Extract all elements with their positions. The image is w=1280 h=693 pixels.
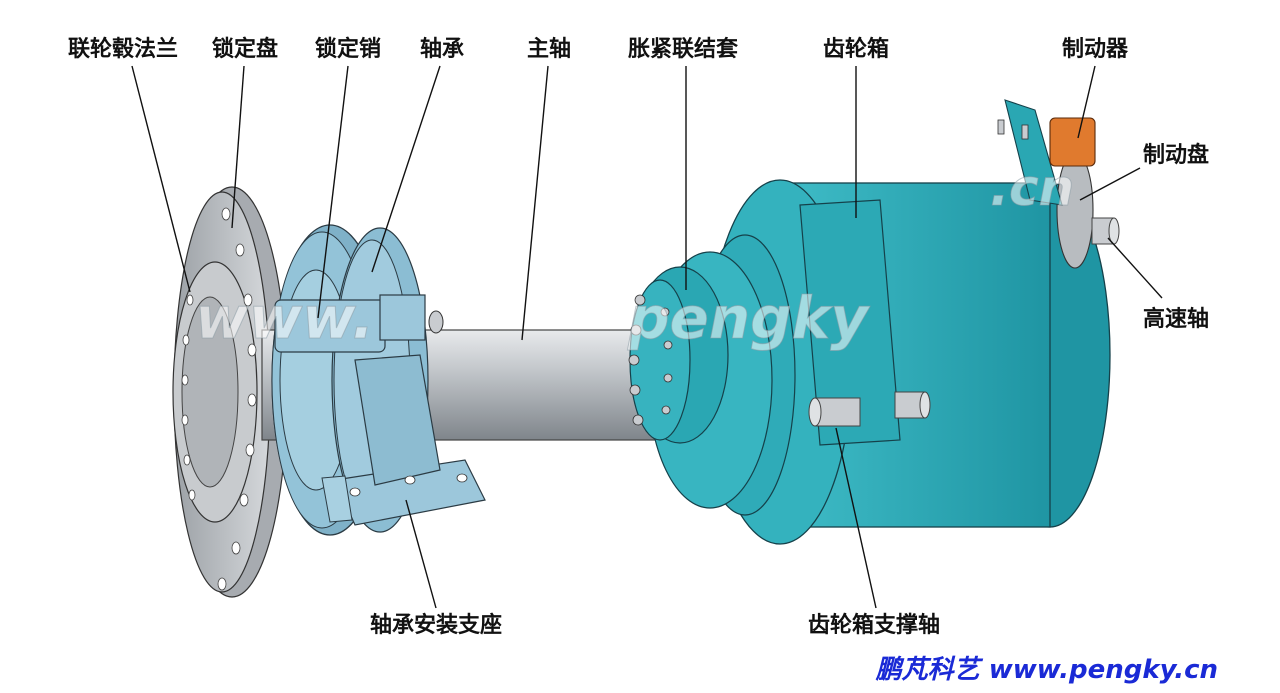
gearbox [631, 179, 1111, 545]
label-main-shaft: 主轴 [527, 36, 571, 62]
locking-pin [274, 294, 444, 353]
leader-brake-disc [1079, 167, 1141, 201]
leader-bearing [371, 65, 441, 273]
label-bearing-support: 轴承安装支座 [370, 612, 502, 638]
leader-lines [131, 65, 1163, 609]
label-locking-pin: 锁定销 [315, 36, 381, 62]
label-gearbox: 齿轮箱 [823, 36, 889, 62]
label-bearing: 轴承 [420, 36, 464, 62]
label-brake: 制动器 [1062, 37, 1129, 62]
high-speed-shaft [1091, 217, 1120, 245]
label-brake-disc: 制动盘 [1143, 142, 1209, 168]
leader-bearing-support [405, 499, 437, 609]
footer-credit[interactable]: 鹏芃科艺 www.pengky.cn [875, 655, 1218, 685]
coupling-flange [172, 186, 288, 598]
shrink-disc [628, 279, 691, 441]
leader-coupling-flange [131, 65, 191, 293]
gearbox-support-shaft [808, 391, 931, 427]
label-high-speed-shaft: 高速轴 [1143, 306, 1209, 332]
bearing-support [321, 354, 486, 526]
brake [997, 99, 1096, 206]
watermark-middle: pengky [627, 284, 870, 352]
leader-locking-disc [231, 65, 245, 229]
leader-gearbox-support-shaft [835, 427, 877, 609]
leader-brake [1077, 65, 1096, 139]
labels: 联轮毂法兰 锁定盘 锁定销 轴承 主轴 胀紧联结套 齿轮箱 制动器 制动盘 高速… [68, 36, 1209, 638]
leader-main-shaft [521, 65, 549, 341]
leader-high-speed-shaft [1107, 237, 1163, 299]
label-shrink-disc: 胀紧联结套 [628, 36, 738, 62]
label-gearbox-support-shaft: 齿轮箱支撑轴 [808, 612, 940, 638]
leader-locking-pin [317, 65, 349, 319]
watermark-left: www. [195, 284, 374, 352]
watermark-right: .cn [990, 159, 1074, 217]
label-coupling-flange: 联轮毂法兰 [68, 36, 178, 62]
label-locking-disc: 锁定盘 [212, 36, 278, 62]
